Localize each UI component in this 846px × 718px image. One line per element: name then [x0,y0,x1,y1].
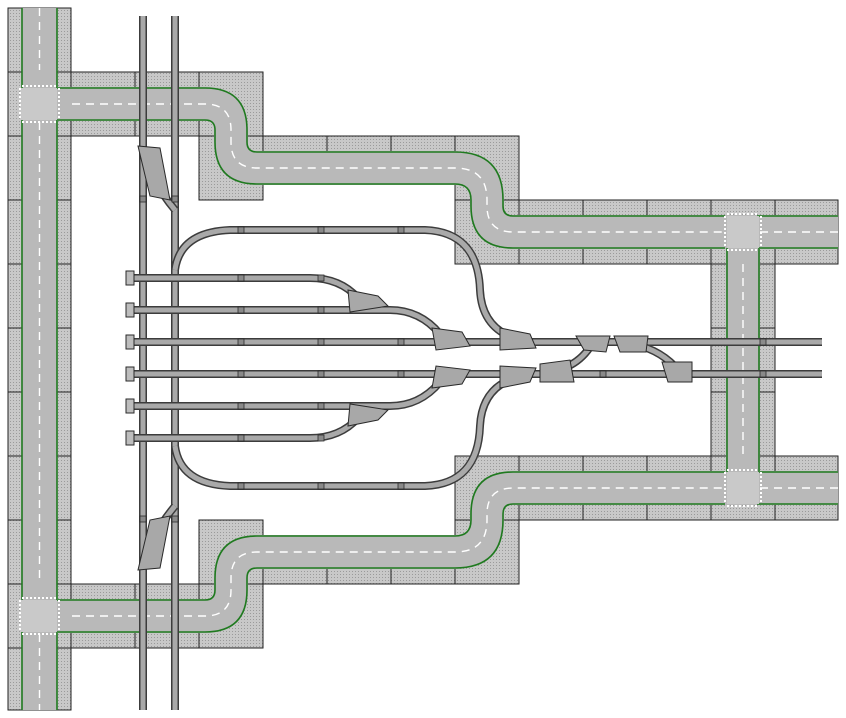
switch-lower-vertical [137,515,171,571]
switch-track-5 [431,365,471,389]
switch-upper-loop [499,327,537,351]
switch-crossover-1 [539,359,575,383]
buffer-stop-1 [125,270,135,286]
buffer-stop-6 [125,430,135,446]
track-switches [137,145,693,571]
switch-track-6 [347,403,390,427]
roads [21,8,838,710]
intersection-top-right [724,213,762,251]
lower-loop-track [171,372,522,490]
track-joints [139,195,767,523]
intersection-top-left [19,85,60,123]
buffer-stop-4 [125,366,135,382]
switch-track-2 [431,327,471,351]
buffer-stops [125,270,135,446]
buffer-stop-3 [125,334,135,350]
switch-upper-vertical [137,145,171,201]
buffer-stop-2 [125,302,135,318]
switch-track-1 [347,289,390,313]
road-intersections [19,85,762,635]
intersection-bottom-left [19,597,60,635]
switch-lower-loop [499,365,537,389]
switch-crossover-2 [575,335,611,353]
upper-loop-track [171,226,522,344]
switch-crossover-4 [661,361,693,383]
intersection-bottom-right [724,469,762,507]
switch-crossover-3 [613,335,649,353]
buffer-stop-5 [125,398,135,414]
